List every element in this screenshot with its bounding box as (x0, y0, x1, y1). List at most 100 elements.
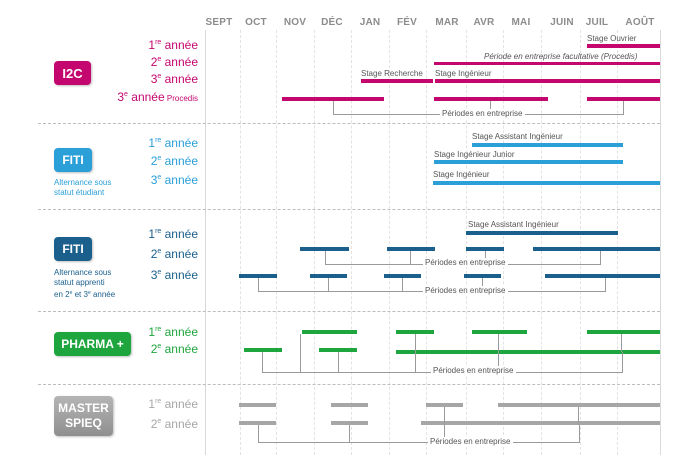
year-label: 3e année (150, 173, 198, 187)
year-label: 2e année (150, 154, 198, 168)
month-label: MAI (511, 17, 531, 28)
i2c-bar (587, 44, 660, 48)
year-label: 1re année (148, 227, 198, 241)
fiti-bar (387, 247, 435, 251)
pharma-bar (319, 348, 357, 352)
section-divider (38, 123, 660, 124)
gridline (205, 30, 206, 455)
period-bracket-stem (349, 425, 350, 442)
bar-label: Période en entreprise facultative (Proce… (484, 52, 638, 61)
pharma-bar (302, 330, 357, 334)
period-label: Périodes en entreprise (423, 286, 508, 295)
fiti-bar (472, 143, 623, 147)
year-label: 2e année (150, 55, 198, 69)
i2c-bar (361, 79, 433, 83)
i2c-badge: I2C (54, 61, 91, 85)
bar-label: Stage Recherche (361, 69, 423, 78)
program-subtitle: Alternance sous statut apprenti en 2e et… (54, 268, 116, 299)
month-label: SEPT (205, 17, 233, 28)
i2c-bar (282, 97, 384, 101)
period-bracket-stem (498, 334, 499, 372)
gridline (276, 30, 277, 455)
period-bracket-stem (410, 251, 411, 264)
bar-label: Stage Assistant Ingénieur (468, 220, 559, 229)
month-label: AOÛT (625, 17, 655, 28)
period-bracket-stem (490, 101, 491, 114)
fiti-bar (433, 181, 660, 185)
year-label: 2e année (150, 417, 198, 431)
month-label: FÉV (396, 17, 418, 28)
fiti-bar (384, 274, 421, 278)
pharma-bar (396, 330, 434, 334)
gridline (314, 30, 315, 455)
period-bracket-stem (338, 352, 339, 372)
master-bar (426, 403, 463, 407)
gridline (240, 30, 241, 455)
period-label: Périodes en entreprise (431, 366, 516, 375)
i2c-bar (587, 97, 660, 101)
month-label: OCT (245, 17, 267, 28)
i2c-bar (434, 62, 660, 65)
master-bar (498, 403, 660, 407)
period-label: Périodes en entreprise (440, 109, 525, 118)
pharma-bar (472, 330, 527, 334)
fiti-bar (466, 231, 618, 235)
master-bar (331, 421, 368, 425)
period-label: Périodes en entreprise (428, 437, 513, 446)
year-label: 2e année (150, 247, 198, 261)
master-bar (421, 421, 660, 425)
gridline (389, 30, 390, 455)
period-bracket-stem (444, 407, 445, 442)
section-divider (38, 311, 660, 312)
fiti-bar (545, 274, 660, 278)
year-label: 3e année Procedis (117, 90, 198, 104)
pharma-bar (244, 348, 282, 352)
section-divider (38, 209, 660, 210)
gridline (580, 30, 581, 455)
fiti-bar (239, 274, 277, 278)
bar-label: Stage Ingénieur (435, 69, 492, 78)
pharma-bar (587, 330, 660, 334)
period-bracket-stem (300, 334, 301, 372)
fiti-student-badge: FITI (54, 148, 92, 172)
period-bracket-stem (402, 278, 403, 291)
program-subtitle: Alternance sous statut étudiant (54, 178, 112, 197)
period-label: Périodes en entreprise (423, 258, 508, 267)
pharma-badge: PHARMA + (54, 332, 131, 356)
year-label: 3e année (150, 268, 198, 282)
period-bracket-stem (578, 407, 579, 425)
month-label: AVR (473, 17, 495, 28)
master-bar (331, 403, 368, 407)
fiti-bar (533, 247, 660, 251)
month-label: DÉC (321, 17, 343, 28)
year-label: 2e année (150, 342, 198, 356)
i2c-bar (435, 79, 660, 83)
month-label: MAR (435, 17, 459, 28)
month-label: NOV (283, 17, 307, 28)
bar-label: Stage Ouvrier (587, 34, 637, 43)
year-label: 3e année (150, 72, 198, 86)
fiti-bar (300, 247, 349, 251)
period-bracket-stem (485, 251, 486, 264)
month-label: JAN (359, 17, 381, 28)
year-label: 1re année (148, 136, 198, 150)
gridline (617, 30, 618, 455)
master-badge: MASTER SPIEQ (54, 396, 113, 436)
gridline (466, 30, 467, 455)
fiti-apprentice-badge: FITI (54, 237, 92, 261)
gridline (660, 30, 661, 455)
gridline (541, 30, 542, 455)
master-bar (239, 403, 276, 407)
year-label: 1re année (148, 325, 198, 339)
section-divider (38, 384, 660, 385)
fiti-bar (466, 247, 504, 251)
i2c-bar (434, 97, 548, 101)
period-bracket-stem (621, 334, 622, 352)
gridline (503, 30, 504, 455)
fiti-bar (434, 160, 623, 164)
period-bracket (258, 425, 580, 443)
period-bracket-stem (482, 278, 483, 291)
master-bar (239, 421, 276, 425)
month-label: JUIN (550, 17, 574, 28)
